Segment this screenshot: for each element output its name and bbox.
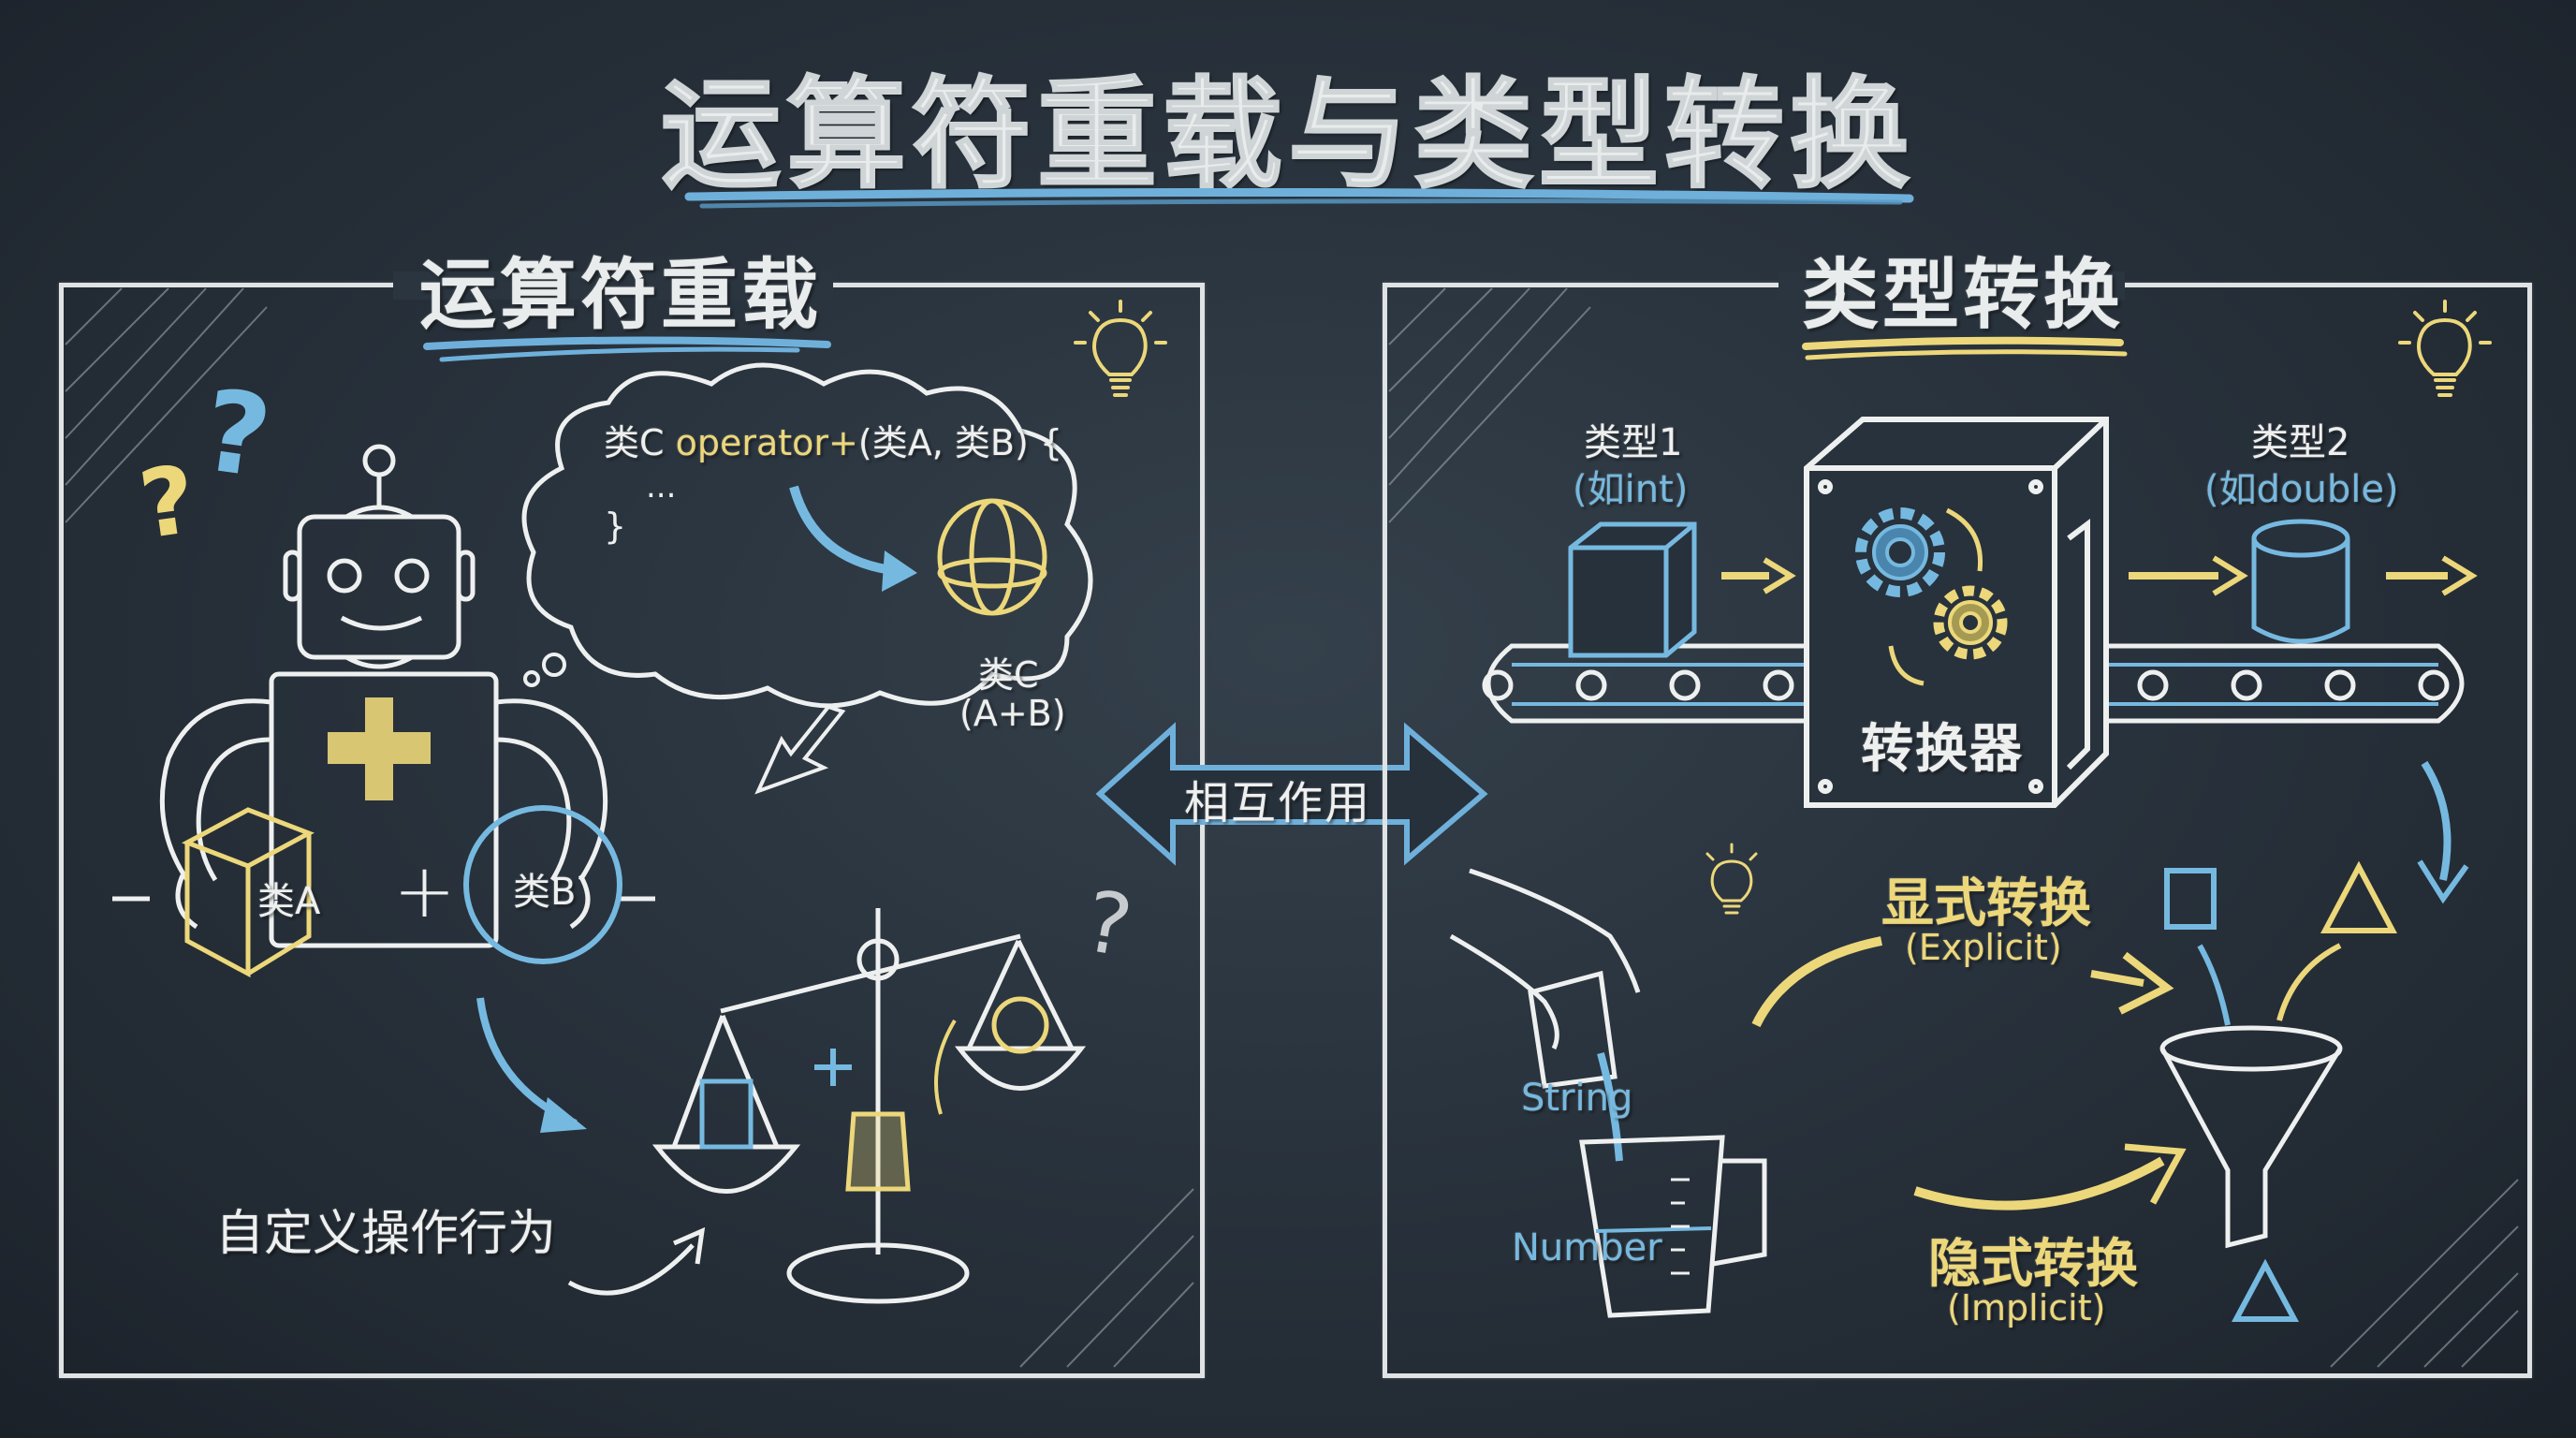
- arrow-icon: [2090, 951, 2174, 1015]
- implicit-conversion-label: 隐式转换: [1928, 1234, 2138, 1295]
- left-title-underline: [423, 336, 831, 362]
- output-triangle-icon: [2231, 1258, 2300, 1322]
- panel-title-gap: [393, 271, 833, 300]
- string-label: String: [1521, 1077, 1633, 1120]
- explicit-conversion-sublabel: (Explicit): [1905, 927, 2062, 968]
- square-shape-icon: [2164, 868, 2217, 930]
- chalk-hatch-decoration: [65, 287, 268, 523]
- type-conversion-title: 类型转换: [1802, 251, 2125, 340]
- triangle-shape-icon: [2320, 860, 2397, 933]
- class-b-label: 类B: [513, 871, 577, 914]
- right-title-underline: [1802, 336, 2128, 360]
- converter-label: 转换器: [1861, 719, 2024, 780]
- main-title: 运算符重载与类型转换: [660, 65, 1915, 206]
- operator-overloading-title: 运算符重载: [419, 251, 823, 340]
- panel-title-gap: [1778, 271, 2125, 300]
- balance-scale-icon: [651, 908, 1087, 1304]
- interaction-label: 相互作用: [1184, 777, 1372, 829]
- double-arrow-icon: [1095, 722, 1488, 866]
- arrow-icon: [2417, 760, 2469, 904]
- arrow-icon: [2197, 943, 2342, 1026]
- code-body: ...: [646, 468, 677, 506]
- int-cube-icon: [1568, 521, 1697, 658]
- chalk-hatch-decoration: [1019, 1188, 1194, 1368]
- chalk-hatch-decoration: [1388, 287, 1591, 523]
- code-return-type: 类C: [604, 422, 676, 463]
- gear-icon: [1933, 585, 2008, 660]
- cube-icon: [182, 807, 315, 978]
- type1-label: 类型1: [1584, 421, 1683, 464]
- funnel-icon: [2159, 1025, 2343, 1249]
- number-label: Number: [1512, 1226, 1662, 1269]
- sphere-icon: [463, 805, 622, 964]
- chalk-hatch-decoration: [2330, 1179, 2519, 1368]
- type1-example: (如int): [1573, 468, 1689, 511]
- custom-behavior-caption: 自定义操作行为: [215, 1206, 557, 1262]
- title-underline: [684, 187, 1914, 209]
- result-class-label: 类C: [978, 654, 1039, 696]
- robot-icon: [112, 444, 655, 948]
- explicit-conversion-label: 显式转换: [1881, 873, 2091, 934]
- arrow-icon: [1721, 557, 1796, 594]
- class-a-label: 类A: [257, 880, 321, 923]
- cylinder-icon: [2251, 519, 2350, 644]
- result-sphere-icon: [937, 498, 1047, 616]
- code-signature: 类C operator+(类A, 类B) {: [604, 414, 1062, 465]
- lightbulb-icon: [1705, 843, 1758, 915]
- arrow-icon: [2129, 555, 2248, 596]
- code-params: (类A, 类B) {: [857, 422, 1063, 463]
- pouring-hand-icon: [1449, 868, 1767, 1318]
- implicit-conversion-sublabel: (Implicit): [1947, 1287, 2106, 1328]
- arrow-icon: [1751, 936, 1882, 1028]
- thought-bubble: [521, 362, 1093, 709]
- code-close-brace: }: [604, 506, 627, 547]
- plus-symbol: +: [393, 847, 457, 934]
- converter-machine-icon: [1804, 417, 2109, 808]
- arrow-icon: [567, 1226, 706, 1296]
- arrow-icon: [1913, 1143, 2187, 1211]
- hollow-arrow-icon: [754, 704, 846, 795]
- arrow-icon: [476, 997, 587, 1133]
- lightbulb-icon: [2398, 300, 2492, 397]
- measuring-jug-icon: [1579, 1135, 1767, 1318]
- gear-icon: [1855, 507, 1945, 597]
- type2-label: 类型2: [2251, 421, 2350, 464]
- type2-example: (如double): [2204, 468, 2399, 511]
- arrow-icon: [2386, 555, 2478, 596]
- result-expression-label: (A+B): [959, 693, 1066, 734]
- arrow-icon: [789, 485, 917, 592]
- lightbulb-icon: [1074, 300, 1167, 397]
- code-operator-keyword: operator+: [675, 422, 858, 463]
